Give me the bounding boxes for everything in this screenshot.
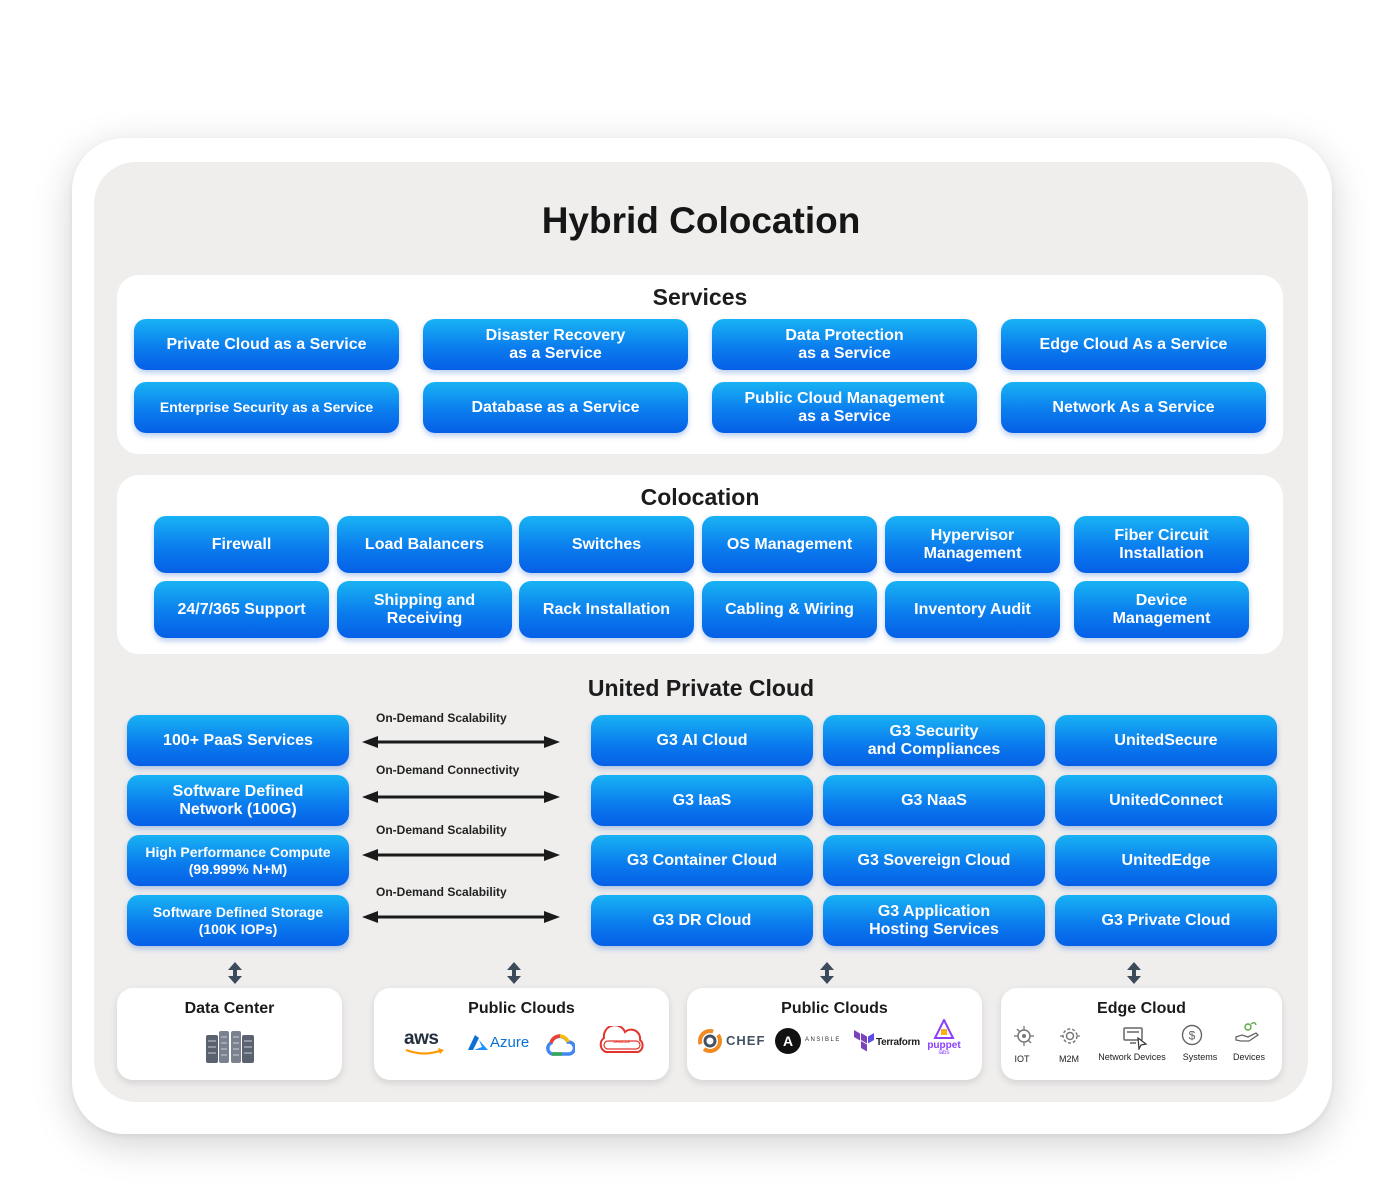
upc-g3-container-cloud[interactable]: G3 Container Cloud (591, 835, 813, 886)
azure-logo: Azure (468, 1033, 538, 1055)
colo-load-balancers[interactable]: Load Balancers (337, 516, 512, 573)
double-arrow-icon (362, 791, 560, 803)
upc-united-edge[interactable]: UnitedEdge (1055, 835, 1277, 886)
service-disaster-recovery[interactable]: Disaster Recovery as a Service (423, 319, 688, 370)
colo-shipping[interactable]: Shipping and Receiving (337, 581, 512, 638)
hand-devices-icon (1235, 1022, 1260, 1042)
chef-logo: CHEF (697, 1028, 767, 1054)
edge-label-systems: Systems (1182, 1052, 1218, 1062)
network-devices-icon (1123, 1027, 1148, 1050)
colo-support[interactable]: 24/7/365 Support (154, 581, 329, 638)
puppet-sub-text: labs (938, 1050, 950, 1056)
service-data-protection[interactable]: Data Protection as a Service (712, 319, 977, 370)
ansible-logo: A ANSIBLE (775, 1028, 847, 1054)
edge-cloud-card: Edge Cloud IOT M2M Network Devices $ Sys… (1001, 988, 1282, 1080)
public-clouds-card-1: Public Clouds aws Azure ORACLE (374, 988, 669, 1080)
oracle-logo-text: ORACLE (613, 1039, 630, 1044)
upc-g3-dr-cloud[interactable]: G3 DR Cloud (591, 895, 813, 946)
colo-firewall[interactable]: Firewall (154, 516, 329, 573)
m2m-gear-icon (1060, 1028, 1080, 1044)
colo-fiber-circuit[interactable]: Fiber Circuit Installation (1074, 516, 1249, 573)
colo-inventory-audit[interactable]: Inventory Audit (885, 581, 1060, 638)
page-title: Hybrid Colocation (541, 200, 861, 241)
terraform-logo-text: Terraform (876, 1037, 920, 1048)
double-arrow-icon (362, 736, 560, 748)
edge-cloud-title: Edge Cloud (1097, 1000, 1186, 1017)
upc-united-connect[interactable]: UnitedConnect (1055, 775, 1277, 826)
services-title: Services (652, 284, 748, 310)
colocation-title: Colocation (640, 484, 760, 510)
iot-chip-icon (1014, 1026, 1034, 1046)
arrow-label-scalability-3: On-Demand Scalability (376, 885, 507, 899)
google-cloud-icon (546, 1034, 575, 1056)
colo-os-management[interactable]: OS Management (702, 516, 877, 573)
server-rack-icon (206, 1031, 254, 1063)
public-clouds-title-2: Public Clouds (781, 1000, 888, 1017)
public-clouds-title-1: Public Clouds (468, 1000, 575, 1017)
aws-logo: aws (404, 1028, 448, 1056)
edge-label-devices: Devices (1232, 1052, 1265, 1062)
edge-label-m2m: M2M (1059, 1054, 1079, 1064)
colo-device-management[interactable]: Device Management (1074, 581, 1249, 638)
upc-g3-security[interactable]: G3 Security and Compliances (823, 715, 1045, 766)
double-arrow-icon (362, 911, 560, 923)
svg-text:$: $ (1189, 1029, 1196, 1043)
ansible-mark-text: A (782, 1033, 794, 1049)
colo-switches[interactable]: Switches (519, 516, 694, 573)
service-network[interactable]: Network As a Service (1001, 382, 1266, 433)
colo-cabling[interactable]: Cabling & Wiring (702, 581, 877, 638)
data-center-card: Data Center (117, 988, 342, 1080)
puppet-logo: puppet labs (927, 1019, 961, 1059)
upc-g3-naas[interactable]: G3 NaaS (823, 775, 1045, 826)
colo-rack-installation[interactable]: Rack Installation (519, 581, 694, 638)
edge-label-iot: IOT (1014, 1054, 1030, 1064)
edge-label-network-devices: Network Devices (1098, 1052, 1166, 1062)
ansible-logo-text: ANSIBLE (805, 1037, 841, 1043)
upc-hpc[interactable]: High Performance Compute (99.999% N+M) (127, 835, 349, 886)
chef-logo-text: CHEF (726, 1033, 766, 1048)
upc-title: United Private Cloud (587, 675, 815, 701)
upc-g3-private-cloud[interactable]: G3 Private Cloud (1055, 895, 1277, 946)
service-public-cloud-mgmt[interactable]: Public Cloud Management as a Service (712, 382, 977, 433)
upc-g3-iaas[interactable]: G3 IaaS (591, 775, 813, 826)
service-enterprise-security[interactable]: Enterprise Security as a Service (134, 382, 399, 433)
vertical-arrow-icon (1127, 962, 1141, 984)
oracle-cloud-logo: ORACLE (598, 1026, 646, 1056)
service-database[interactable]: Database as a Service (423, 382, 688, 433)
upc-paas[interactable]: 100+ PaaS Services (127, 715, 349, 766)
colo-hypervisor[interactable]: Hypervisor Management (885, 516, 1060, 573)
vertical-arrow-icon (228, 962, 242, 984)
dollar-circle-icon: $ (1181, 1024, 1203, 1046)
puppet-logo-text: puppet (927, 1040, 961, 1051)
upc-g3-app-hosting[interactable]: G3 Application Hosting Services (823, 895, 1045, 946)
upc-sdn[interactable]: Software Defined Network (100G) (127, 775, 349, 826)
terraform-logo: Terraform (854, 1030, 924, 1054)
upc-g3-sovereign-cloud[interactable]: G3 Sovereign Cloud (823, 835, 1045, 886)
upc-sds[interactable]: Software Defined Storage (100K IOPs) (127, 895, 349, 946)
aws-logo-text: aws (404, 1028, 439, 1049)
arrow-label-scalability-1: On-Demand Scalability (376, 711, 507, 725)
vertical-arrow-icon (820, 962, 834, 984)
vertical-arrow-icon (507, 962, 521, 984)
upc-united-secure[interactable]: UnitedSecure (1055, 715, 1277, 766)
azure-logo-text: Azure (490, 1034, 530, 1051)
public-clouds-card-2: Public Clouds CHEF A ANSIBLE Terraform p… (687, 988, 982, 1080)
double-arrow-icon (362, 849, 560, 861)
arrow-label-connectivity: On-Demand Connectivity (376, 763, 520, 777)
service-edge-cloud[interactable]: Edge Cloud As a Service (1001, 319, 1266, 370)
service-private-cloud[interactable]: Private Cloud as a Service (134, 319, 399, 370)
upc-g3-ai-cloud[interactable]: G3 AI Cloud (591, 715, 813, 766)
data-center-title: Data Center (184, 1000, 275, 1017)
arrow-label-scalability-2: On-Demand Scalability (376, 823, 507, 837)
